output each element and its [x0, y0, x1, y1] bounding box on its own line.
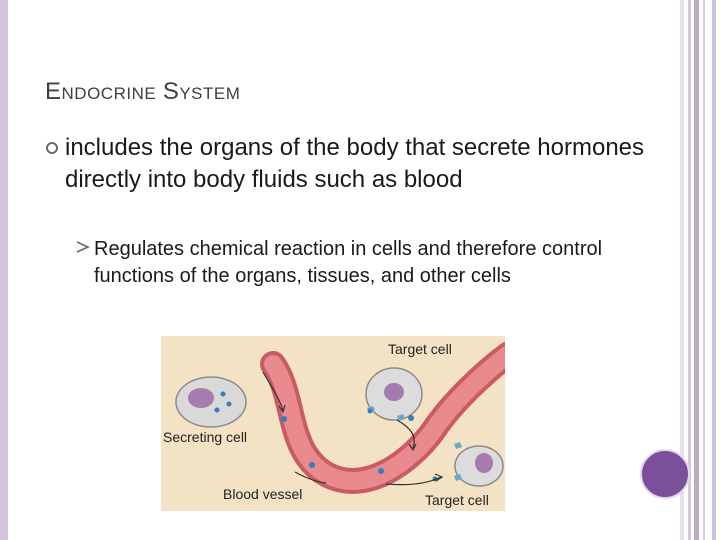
label-blood-vessel: Blood vessel	[223, 486, 303, 502]
decorative-circle	[640, 449, 690, 499]
title-word-rest: YSTEM	[179, 84, 241, 103]
hormone-dot	[281, 416, 287, 422]
label-target-cell-bottom: Target cell	[425, 492, 489, 508]
target-cell-top-nucleus	[384, 383, 404, 401]
endocrine-illustration	[175, 341, 505, 494]
title-word-rest: NDOCRINE	[61, 84, 157, 103]
right-frame-stripe	[694, 0, 699, 540]
arrow-bullet-icon	[76, 241, 90, 253]
label-secreting-cell: Secreting cell	[163, 429, 248, 445]
secreting-cell-nucleus	[188, 388, 214, 408]
endocrine-diagram: Target cell Secreting cell Blood vessel …	[161, 336, 505, 511]
bullet-level-1: includes the organs of the body that sec…	[45, 132, 645, 196]
left-frame-border	[0, 0, 8, 540]
right-frame-stripe	[688, 0, 691, 540]
right-frame-stripe	[680, 0, 684, 540]
hormone-dot	[408, 415, 414, 421]
target-cell-bottom-nucleus	[475, 453, 493, 473]
hormone-dot	[378, 468, 384, 474]
right-frame-stripe	[712, 0, 716, 540]
title-initial-e: E	[45, 78, 62, 105]
circle-bullet-icon	[46, 142, 58, 154]
title-initial-s: S	[162, 78, 180, 105]
hormone-dot	[309, 462, 315, 468]
label-target-cell-top: Target cell	[388, 341, 452, 357]
blood-vessel-inner	[264, 345, 505, 490]
slide-title: ENDOCRINE SYSTEM	[45, 78, 240, 106]
bullet-level-1-text: includes the organs of the body that sec…	[65, 134, 645, 193]
right-frame-stripe	[703, 0, 705, 540]
bullet-level-2-text: Regulates chemical reaction in cells and…	[94, 238, 603, 287]
bullet-level-2: Regulates chemical reaction in cells and…	[76, 236, 636, 290]
